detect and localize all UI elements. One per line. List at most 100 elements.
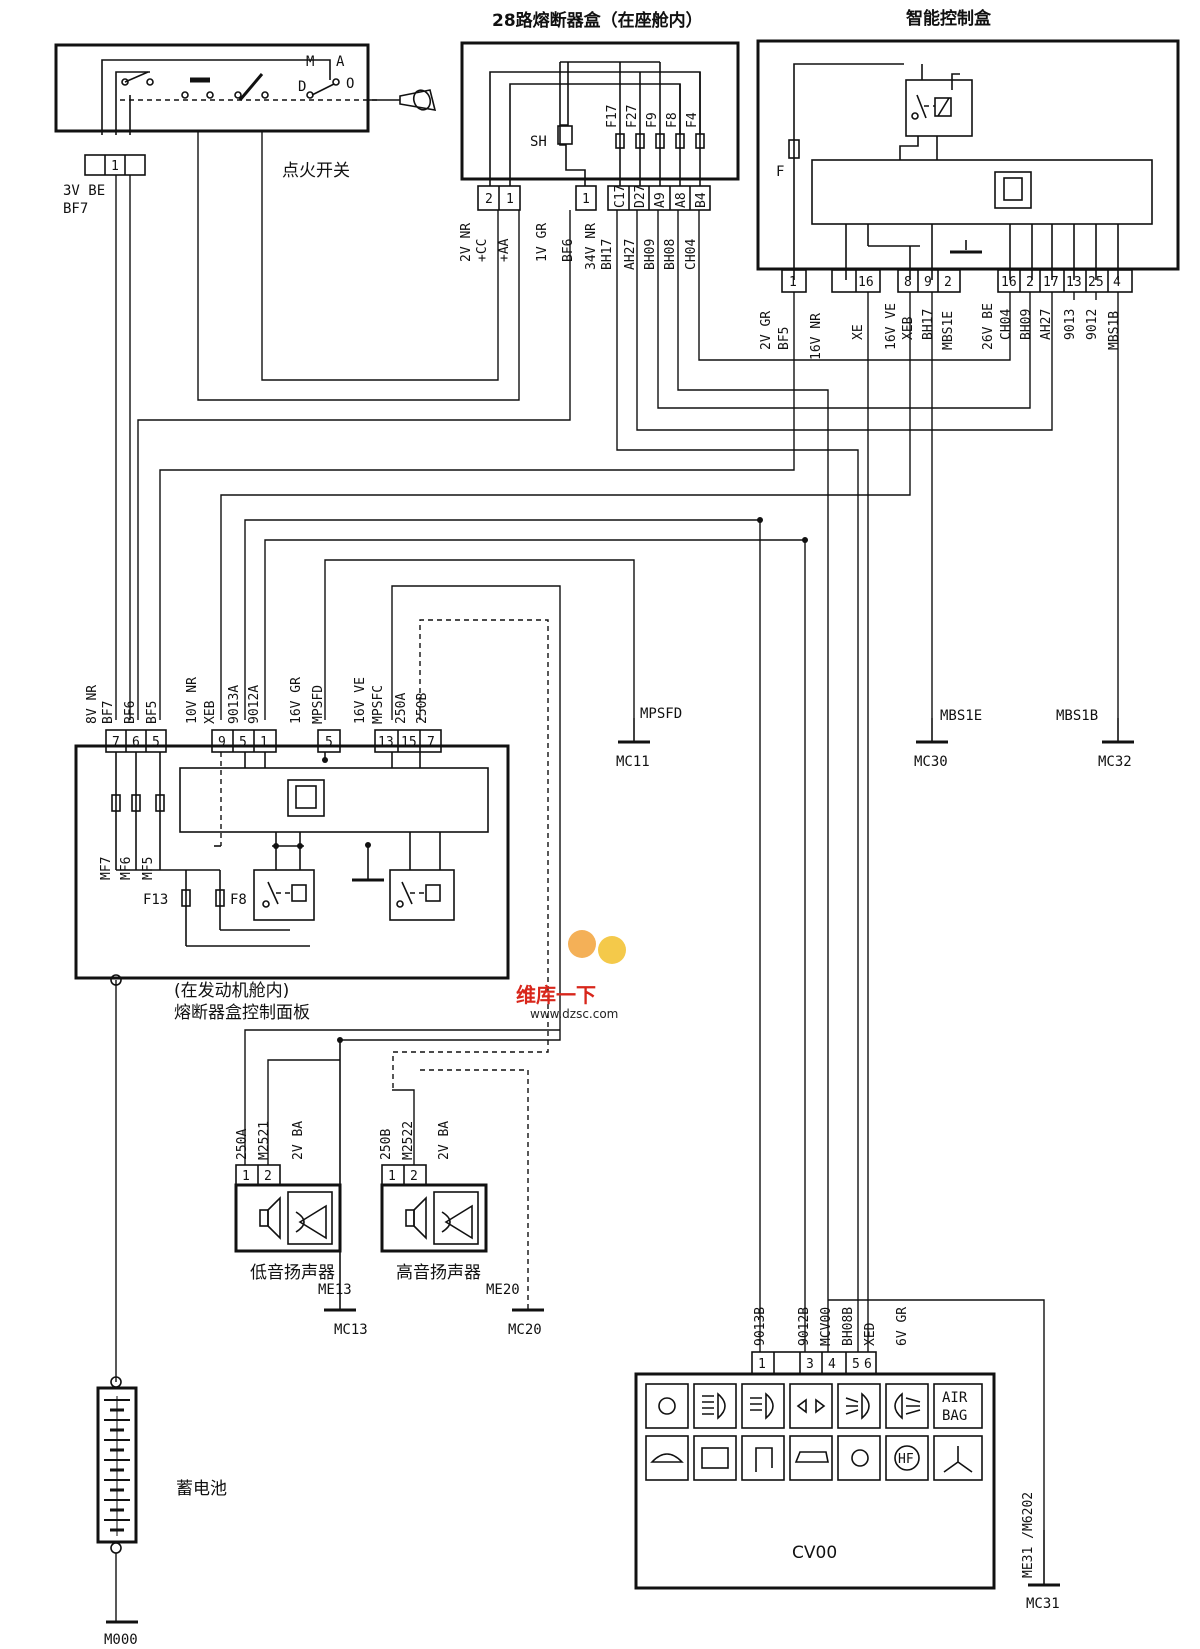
cv00-conn-6vgr: 6V GR (895, 1307, 910, 1346)
key-lock-icon-glyph (851, 1449, 869, 1467)
airbag-line1: AIR (942, 1390, 968, 1406)
rear-fog-icon (885, 1383, 929, 1429)
ground-m000: M000 (104, 1632, 138, 1648)
fb28-conn-ch04: CH04 (684, 239, 699, 270)
cv00-conn-xed: XED (863, 1322, 878, 1346)
low-speaker: 1 2 250A M2521 2V BA 低音扬声器 (234, 1029, 560, 1283)
engine-conn-xeb: XEB (203, 700, 218, 724)
me20-label: ME20 (486, 1282, 520, 1298)
mpsfd-label: MPSFD (640, 706, 682, 722)
low-speaker-conn-m2521: M2521 (257, 1121, 272, 1160)
rear-window-icon (693, 1435, 737, 1481)
engine-pin-7a: 7 (112, 735, 120, 750)
watermark-logo: 维库一下 www.dzsc.com (516, 930, 626, 1021)
ign-pos-a: A (336, 54, 345, 70)
fuse-f8: F8 (665, 112, 680, 128)
high-speaker-conn-2vba: 2V BA (437, 1121, 452, 1160)
high-speaker-label: 高音扬声器 (396, 1263, 481, 1283)
high-speaker-conn-m2522: M2522 (401, 1121, 416, 1160)
fuse-column: F17 F27 F9 F8 F4 (605, 62, 705, 186)
engine-conn-mpsfd: MPSFD (311, 685, 326, 724)
cv00-label: CV00 (792, 1543, 837, 1563)
engine-conn-9013a: 9013A (227, 685, 242, 724)
engine-pin-5a: 5 (152, 735, 160, 750)
ign-pos-o: O (346, 76, 354, 92)
low-beam-icon-glyph (702, 1392, 726, 1420)
fb28-conn-1vgr: 1V GR (535, 223, 550, 262)
smart-pin-16a: 16 (858, 275, 874, 290)
smart-conn-xe: XE (851, 324, 866, 340)
fuse-f8-engine: F8 (230, 892, 247, 908)
high-beam-icon-glyph (750, 1392, 774, 1420)
engine-conn-250a: 250A (394, 693, 409, 724)
ign-pos-d: D (298, 79, 306, 95)
ground-mc20: MC20 (508, 1322, 542, 1338)
engine-pin-6: 6 (132, 735, 140, 750)
fb28-pin-1a: 1 (506, 192, 514, 207)
smart-conn-ch04: CH04 (999, 309, 1014, 340)
turn-signal-icon-glyph (796, 1398, 826, 1414)
cv00-cluster: 1 3 4 5 6 9013B 9012B MCV00 BH08B XED 6V… (634, 1307, 996, 1590)
smart-conn-mbs1b: MBS1B (1107, 311, 1122, 350)
cv00-pin-6: 6 (864, 1357, 872, 1372)
engine-conn-250b: 250B (415, 693, 430, 724)
mbs1b-label: MBS1B (1056, 708, 1098, 724)
fb28-conn-aa: +AA (497, 238, 512, 262)
sidelight-icon (645, 1383, 689, 1429)
fuse-mf7: MF7 (99, 857, 114, 880)
smart-pin-4: 4 (1113, 275, 1121, 290)
engine-conn-16vve: 16V VE (353, 677, 368, 724)
fusebox28-title: 28路熔断器盒（在座舱内） (492, 10, 703, 31)
fb28-pin-1b: 1 (582, 192, 590, 207)
mbs1e-label: MBS1E (940, 708, 982, 724)
key-lock-icon (837, 1435, 881, 1481)
smart-conn-bf5: BF5 (777, 327, 792, 350)
fb28-conn-bf6: BF6 (561, 239, 576, 262)
fuse-f4: F4 (685, 112, 700, 128)
engine-pin-13: 13 (378, 735, 394, 750)
cv00-conn-mcv00: MCV00 (819, 1307, 834, 1346)
ignition-label: 点火开关 (282, 161, 350, 181)
smart-pin-16b: 16 (1001, 275, 1017, 290)
high-speaker-pin-2: 2 (410, 1169, 418, 1184)
smart-conn-bh09: BH09 (1019, 309, 1034, 340)
cv00-conn-9013b: 9013B (753, 1307, 768, 1346)
fuse-f27: F27 (625, 105, 640, 128)
cv00-pin-3: 3 (806, 1357, 814, 1372)
smart-conn-9012: 9012 (1085, 309, 1100, 340)
smart-pin-17: 17 (1043, 275, 1059, 290)
watermark-url: www.dzsc.com (530, 1007, 618, 1021)
engine-pin-9: 9 (218, 735, 226, 750)
battery-plates (104, 1396, 130, 1536)
ground-points: MPSFD MC11 MBS1E MC30 MBS1B MC32 ME13 MC… (104, 706, 1134, 1648)
smart-pin-13: 13 (1066, 275, 1082, 290)
smart-conn-ah27: AH27 (1039, 309, 1054, 340)
fuse-mf6: MF6 (119, 857, 134, 880)
smart-pin-25: 25 (1088, 275, 1104, 290)
car-door-icon (789, 1435, 833, 1481)
fb28-pin-d27: D27 (633, 185, 648, 208)
hf-icon-circle (894, 1445, 920, 1471)
engine-conn-bf6: BF6 (123, 701, 138, 724)
front-fog-icon-glyph (845, 1392, 870, 1420)
smart-pin-2b: 2 (1026, 275, 1034, 290)
cv00-pin-5: 5 (852, 1357, 860, 1372)
fusebox-28: SH F17 F27 F9 F8 F4 2 1 1 (459, 41, 740, 270)
fb28-conn-bh08: BH08 (663, 239, 678, 270)
airbag-line2: BAG (942, 1408, 967, 1424)
smart-conn-16vve: 16V VE (884, 303, 899, 350)
engine-pin-7b: 7 (427, 735, 435, 750)
smart-fuse-f: F (776, 164, 784, 180)
rear-fog-icon-glyph (894, 1392, 921, 1420)
fuse-f13: F13 (143, 892, 168, 908)
low-speaker-pin-2: 2 (264, 1169, 272, 1184)
engine-conn-bf7: BF7 (101, 701, 116, 724)
fuse-mf5: MF5 (141, 857, 156, 880)
front-fog-icon (837, 1383, 881, 1429)
ground-mc11: MC11 (616, 754, 650, 770)
fb28-pin-a8: A8 (674, 192, 689, 208)
fb28-conn-cc: +CC (475, 239, 490, 262)
car-door-icon-glyph (794, 1451, 829, 1463)
warning-icon-grid: AIR BAG HF (645, 1383, 983, 1481)
